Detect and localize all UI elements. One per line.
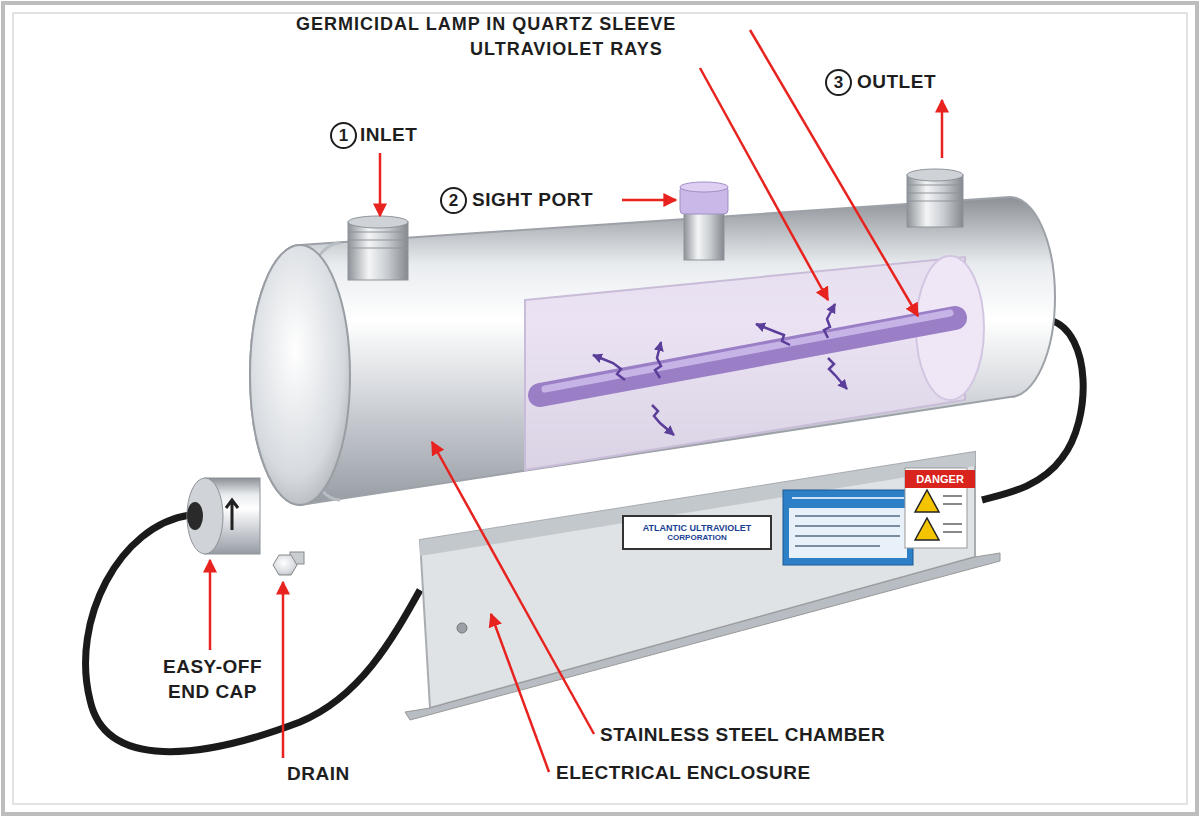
end-cap bbox=[187, 478, 223, 554]
electrical-enclosure bbox=[457, 623, 467, 633]
danger-label: DANGER bbox=[905, 470, 975, 488]
inlet-pipe bbox=[348, 216, 408, 228]
sight-port bbox=[680, 182, 728, 260]
cutaway-window bbox=[525, 257, 965, 470]
outlet-pipe bbox=[907, 175, 963, 227]
node-text: 3 bbox=[834, 73, 843, 93]
outlet-pipe bbox=[907, 169, 963, 181]
inlet-pipe bbox=[348, 232, 408, 233]
leader-arrows bbox=[282, 582, 285, 758]
end-cap bbox=[226, 500, 238, 530]
part-label: ULTRAVIOLET RAYS bbox=[470, 39, 663, 60]
leader-arrows bbox=[210, 30, 942, 772]
part-label: INLET bbox=[360, 124, 417, 146]
germicidal-lamp bbox=[545, 313, 950, 389]
ultraviolet-rays bbox=[828, 358, 847, 389]
cutaway-window bbox=[525, 256, 984, 470]
electrical-enclosure bbox=[943, 495, 962, 497]
leader-arrows bbox=[209, 560, 212, 650]
end-cap bbox=[187, 502, 203, 530]
leader-arrows bbox=[432, 442, 594, 734]
stainless-chamber bbox=[250, 197, 1055, 505]
ultraviolet-rays bbox=[593, 304, 847, 435]
electrical-enclosure bbox=[789, 508, 907, 558]
node-text: DANGER bbox=[907, 473, 973, 485]
leader-arrows bbox=[622, 199, 676, 202]
node-text: 2 bbox=[449, 191, 458, 211]
ultraviolet-rays bbox=[655, 342, 661, 378]
ultraviolet-rays bbox=[652, 405, 674, 435]
part-label: DRAIN bbox=[287, 763, 350, 785]
outlet-pipe bbox=[907, 201, 963, 202]
ultraviolet-rays bbox=[824, 304, 835, 338]
electrical-enclosure bbox=[783, 490, 913, 565]
sight-port bbox=[680, 182, 728, 192]
electrical-enclosure bbox=[795, 515, 900, 517]
sight-port bbox=[684, 212, 724, 260]
electrical-enclosure bbox=[943, 503, 962, 505]
inlet-pipe bbox=[348, 240, 408, 241]
name-plate: ATLANTIC ULTRAVIOLETCORPORATION bbox=[622, 515, 772, 550]
inlet-pipe bbox=[348, 222, 408, 280]
electrical-enclosure bbox=[795, 545, 880, 547]
frame bbox=[3, 3, 1197, 814]
electrical-enclosure bbox=[943, 523, 962, 525]
germicidal-lamp bbox=[540, 313, 955, 395]
part-label: SIGHT PORT bbox=[472, 189, 593, 211]
drain-plug bbox=[273, 555, 297, 575]
frame bbox=[3, 3, 1197, 814]
part-label: GERMICIDAL LAMP IN QUARTZ SLEEVE bbox=[296, 14, 676, 35]
ultraviolet-rays bbox=[756, 324, 790, 345]
node-text: 1 bbox=[339, 126, 348, 146]
end-cap bbox=[187, 478, 260, 554]
part-label: ELECTRICAL ENCLOSURE bbox=[556, 762, 811, 784]
electrical-enclosure bbox=[792, 497, 904, 499]
outlet-pipe bbox=[907, 193, 963, 194]
node-text: ATLANTIC ULTRAVIOLET bbox=[628, 523, 766, 533]
callout-number: 3 bbox=[825, 69, 852, 96]
inlet-pipe bbox=[348, 216, 408, 280]
leader-arrows bbox=[491, 614, 549, 772]
callout-number: 1 bbox=[330, 122, 357, 149]
part-label: OUTLET bbox=[857, 71, 936, 93]
leader-arrows bbox=[379, 153, 382, 216]
outlet-pipe bbox=[907, 169, 963, 227]
drain-plug bbox=[273, 552, 304, 575]
node-text: CORPORATION bbox=[628, 533, 766, 542]
leader-arrows bbox=[941, 100, 944, 158]
electrical-enclosure bbox=[405, 452, 1000, 720]
electrical-enclosure bbox=[405, 553, 1000, 720]
electrical-enclosure bbox=[915, 490, 939, 512]
frame bbox=[13, 13, 1187, 804]
outlet-pipe bbox=[907, 185, 963, 186]
electrical-enclosure bbox=[915, 518, 939, 540]
electrical-enclosure bbox=[795, 535, 900, 537]
callout-number: 2 bbox=[440, 187, 467, 214]
electrical-enclosure bbox=[943, 531, 962, 533]
electrical-enclosure bbox=[795, 525, 900, 527]
stainless-chamber bbox=[250, 245, 350, 505]
leader-arrows bbox=[700, 68, 828, 300]
part-label: EASY-OFF END CAP bbox=[150, 654, 275, 704]
germicidal-lamp bbox=[540, 318, 955, 395]
inlet-pipe bbox=[348, 248, 408, 249]
stainless-chamber bbox=[250, 197, 1055, 505]
part-label: STAINLESS STEEL CHAMBER bbox=[600, 724, 885, 746]
ultraviolet-rays bbox=[593, 355, 625, 380]
